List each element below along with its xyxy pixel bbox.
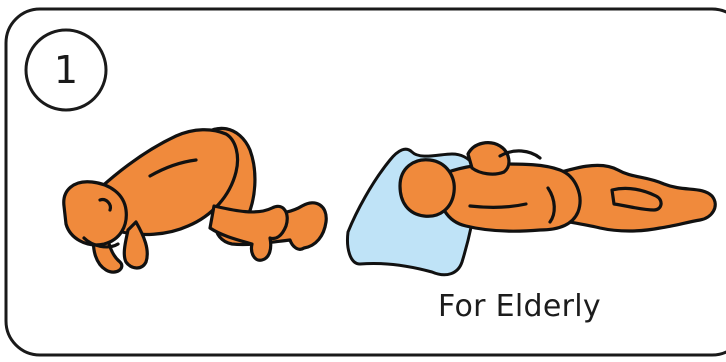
caption-text: For Elderly: [438, 289, 601, 324]
step-number: 1: [24, 28, 108, 112]
person-crawling-icon: [64, 128, 326, 272]
